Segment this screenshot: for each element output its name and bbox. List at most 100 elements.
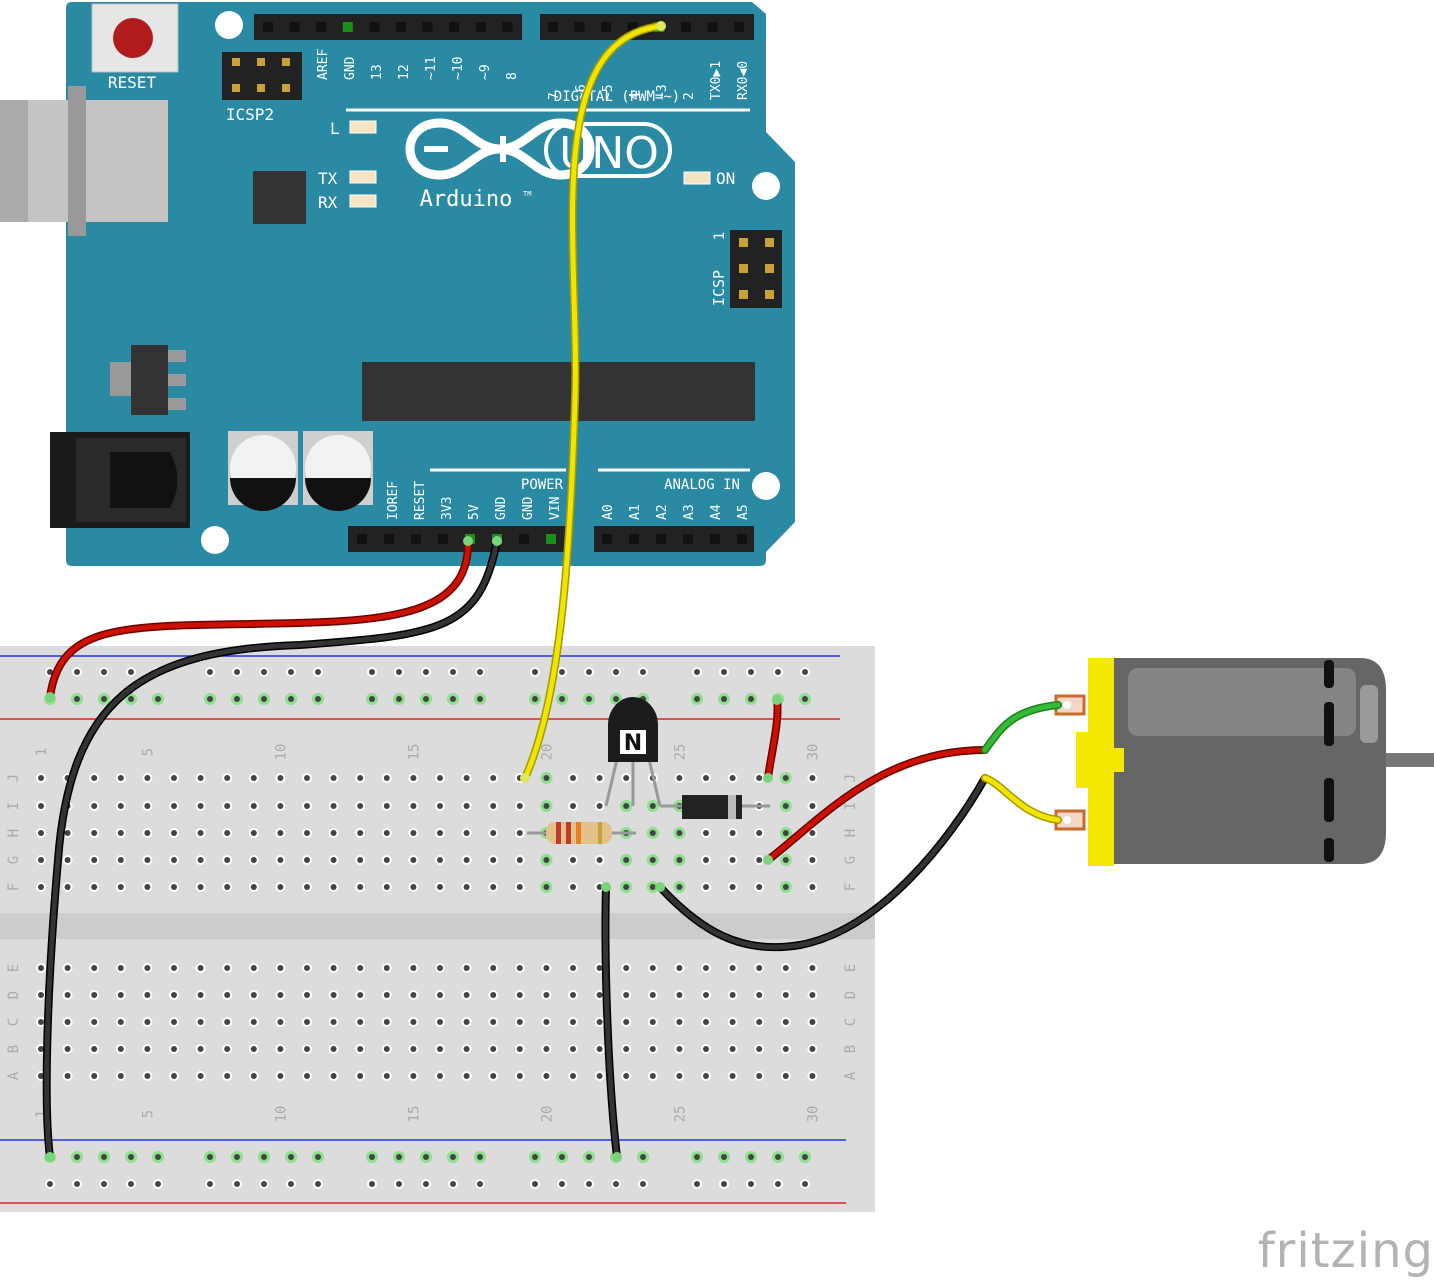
breadboard-hole-center xyxy=(304,830,310,836)
breadboard-hole-center xyxy=(463,1073,470,1079)
mount-hole xyxy=(215,11,243,39)
breadboard-hole-center xyxy=(596,1073,603,1079)
power-pin-label: 3V3 xyxy=(440,497,455,520)
column-number: 10 xyxy=(273,744,289,761)
breadboard-hole-center xyxy=(304,992,310,998)
breadboard-hole-center xyxy=(463,1046,470,1052)
breadboard-hole-center xyxy=(357,965,364,971)
breadboard-hole-center xyxy=(596,1046,603,1052)
header-pin xyxy=(683,534,693,544)
rail-hole-center xyxy=(288,1181,294,1187)
power-pin-label: GND xyxy=(494,496,509,520)
rail-hole-center xyxy=(234,1181,240,1187)
breadboard-hole-center xyxy=(117,1046,124,1052)
breadboard-hole-center xyxy=(729,775,736,781)
breadboard-hole-center xyxy=(250,1019,257,1025)
breadboard-hole-center xyxy=(64,965,71,971)
rail-hole-center xyxy=(721,1181,727,1187)
breadboard-hole-center xyxy=(729,1019,736,1025)
transistor-mark: N xyxy=(624,731,642,756)
breadboard-hole-center xyxy=(676,965,683,971)
breadboard-hole-center xyxy=(277,1073,284,1079)
breadboard-hole-center xyxy=(277,857,284,863)
power-header xyxy=(348,526,570,552)
breadboard-hole-center xyxy=(224,830,231,836)
power-pin-label: IOREF xyxy=(386,481,401,520)
breadboard-hole-center xyxy=(357,1073,364,1079)
breadboard-hole-center xyxy=(782,803,789,809)
digital-pin-label: ~5 xyxy=(601,84,616,100)
breadboard-hole-center xyxy=(649,1019,656,1025)
breadboard-hole-center xyxy=(782,965,789,971)
header-pin xyxy=(449,22,460,32)
breadboard-hole-center xyxy=(782,1046,789,1052)
breadboard-hole-center xyxy=(623,1046,630,1052)
digital-pin-label: ~3 xyxy=(655,84,670,100)
breadboard-hole-center xyxy=(516,857,523,863)
row-letter: D xyxy=(6,991,22,999)
rail-hole-center xyxy=(748,1154,754,1160)
breadboard-hole-center xyxy=(304,965,310,971)
rail-hole-center xyxy=(261,669,267,675)
breadboard-hole-center xyxy=(197,965,204,971)
rail-hole-center xyxy=(396,696,402,702)
row-letter: I xyxy=(6,802,22,810)
breadboard-hole-center xyxy=(649,965,656,971)
digital-pin-label: TX0▶1 xyxy=(709,61,724,100)
rail-hole-center xyxy=(288,1154,294,1160)
breadboard-hole-center xyxy=(516,965,523,971)
rail-hole-center xyxy=(559,696,565,702)
led-tx xyxy=(349,170,377,184)
breadboard-hole-center xyxy=(570,1046,576,1052)
breadboard-hole-center xyxy=(250,775,257,781)
rail-hole-center xyxy=(450,669,456,675)
header-pin xyxy=(438,534,448,544)
rail-hole-center xyxy=(477,669,483,675)
reset-button[interactable] xyxy=(91,3,179,73)
row-letter: G xyxy=(6,856,22,864)
dc-motor xyxy=(1054,658,1434,866)
rail-hole-center xyxy=(586,1181,592,1187)
rail-hole-center xyxy=(423,669,429,675)
power-pin-label: 5V xyxy=(467,504,482,520)
column-number: 15 xyxy=(406,1106,422,1123)
led-on xyxy=(683,171,711,185)
capacitor xyxy=(303,431,373,511)
breadboard-hole-center xyxy=(676,1019,683,1025)
breadboard-hole-center xyxy=(490,992,497,998)
header-pin xyxy=(710,534,720,544)
breadboard-hole-center xyxy=(330,1073,337,1079)
rail-hole-center xyxy=(74,696,80,702)
rail-hole-center xyxy=(559,669,565,675)
rail-hole-center xyxy=(613,696,619,702)
rail-hole-center xyxy=(128,1181,134,1187)
rail-hole-center xyxy=(586,669,592,675)
breadboard-hole-center xyxy=(676,857,683,863)
breadboard-hole-center xyxy=(357,775,364,781)
breadboard-hole-center xyxy=(357,830,364,836)
rail-hole-center xyxy=(640,1181,646,1187)
breadboard-hole-center xyxy=(64,857,71,863)
breadboard-hole-center xyxy=(330,803,337,809)
breadboard-hole-center xyxy=(91,857,98,863)
breadboard-hole-center xyxy=(570,884,576,890)
breadboard-hole-center xyxy=(809,992,816,998)
breadboard-hole-center xyxy=(623,1073,630,1079)
breadboard-hole-center xyxy=(304,1019,310,1025)
mount-hole xyxy=(201,526,229,554)
breadboard-hole-center xyxy=(383,1073,390,1079)
breadboard-hole-center xyxy=(463,803,470,809)
breadboard-hole-center xyxy=(516,1073,523,1079)
breadboard-hole-center xyxy=(490,1019,497,1025)
rail-hole-center xyxy=(748,669,754,675)
rail-hole-center xyxy=(721,669,727,675)
rail-hole-center xyxy=(694,669,700,675)
breadboard-hole-center xyxy=(649,803,656,809)
trademark-label: TM xyxy=(523,190,531,198)
digital-pin-label: GND xyxy=(343,56,358,80)
breadboard-hole-center xyxy=(144,1046,151,1052)
breadboard-hole-center xyxy=(543,965,550,971)
icsp-header xyxy=(730,230,782,308)
breadboard-hole-center xyxy=(117,1019,124,1025)
breadboard-hole-center xyxy=(410,884,417,890)
